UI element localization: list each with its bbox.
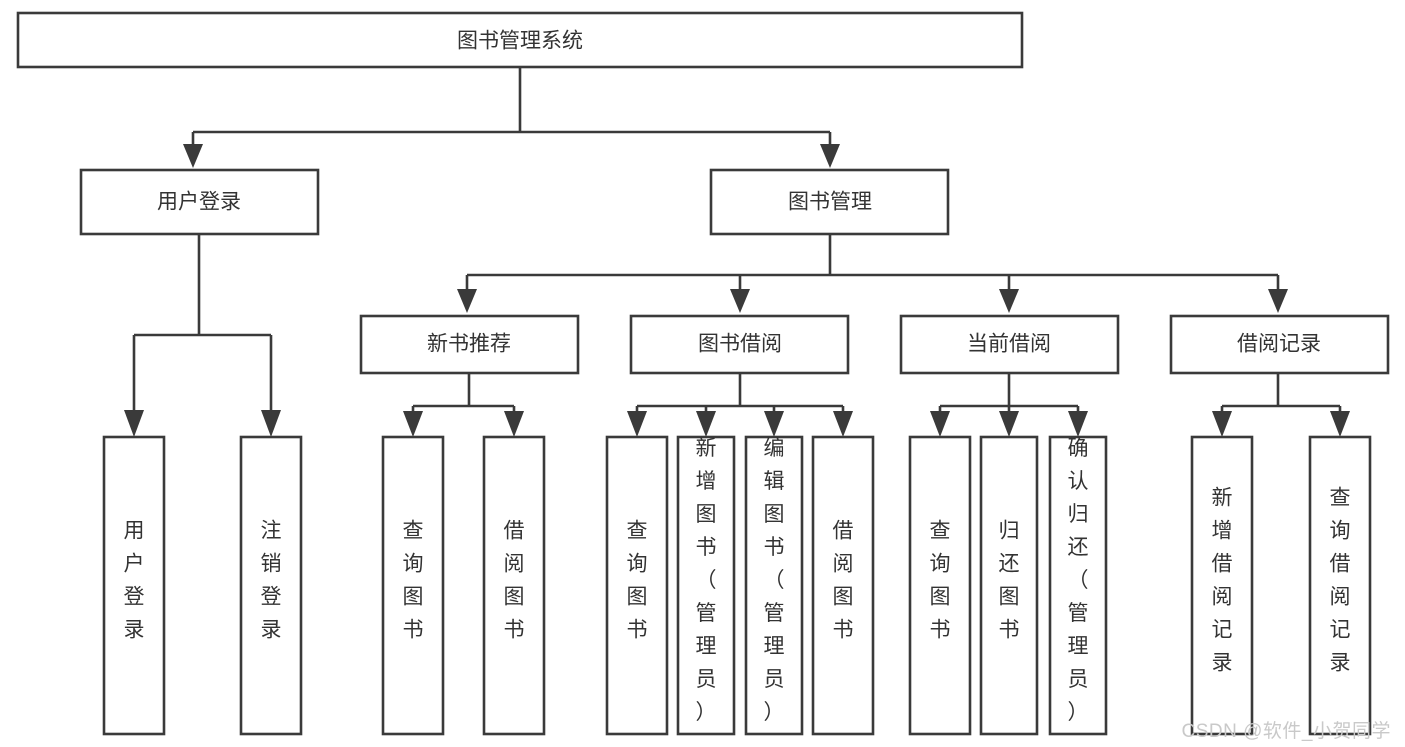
node-box[interactable]: [482, 435, 546, 736]
arrow-head-icon: [183, 144, 203, 168]
node-box[interactable]: [605, 435, 669, 736]
node-box[interactable]: [1169, 314, 1390, 375]
arrow-head-icon: [730, 289, 750, 313]
node-book-manage[interactable]: 图书管理: [709, 168, 950, 236]
arrow-head-icon: [1330, 411, 1350, 437]
arrow-head-icon: [696, 411, 716, 437]
node-leaf-user-login[interactable]: 用户登录: [102, 435, 166, 736]
node-label: 借阅图书: [833, 520, 854, 642]
node-label: 新增借阅记录: [1212, 487, 1233, 675]
node-label: 图书管理: [788, 191, 872, 214]
connector-new-book-rec-to-leaves: [403, 373, 524, 437]
node-box[interactable]: [381, 435, 445, 736]
node-label: 查询借阅记录: [1330, 487, 1351, 675]
node-box[interactable]: [16, 11, 1024, 69]
connector-root-to-level2: [183, 67, 840, 168]
node-label: 当前借阅: [967, 333, 1051, 356]
node-leaf-confirm-return[interactable]: 确认归还（管理员）: [1048, 435, 1108, 736]
node-box[interactable]: [676, 435, 736, 736]
node-box[interactable]: [1308, 435, 1372, 736]
node-box[interactable]: [979, 435, 1039, 736]
node-leaf-return-book[interactable]: 归还图书: [979, 435, 1039, 736]
node-label: 图书借阅: [698, 333, 782, 356]
node-box[interactable]: [629, 314, 850, 375]
node-box[interactable]: [102, 435, 166, 736]
node-box[interactable]: [239, 435, 303, 736]
connector-borrow-record-to-leaves: [1212, 373, 1350, 437]
node-label: 用户登录: [157, 191, 241, 214]
node-leaf-query-record[interactable]: 查询借阅记录: [1308, 435, 1372, 736]
node-book-borrow[interactable]: 图书借阅: [629, 314, 850, 375]
arrow-head-icon: [261, 410, 281, 437]
arrow-head-icon: [1268, 289, 1288, 313]
connector-user-login-to-leaves: [124, 234, 281, 437]
node-label: 新增图书（管理员）: [696, 437, 717, 724]
node-leaf-add-record[interactable]: 新增借阅记录: [1190, 435, 1254, 736]
arrow-head-icon: [930, 411, 950, 437]
arrow-head-icon: [457, 289, 477, 313]
node-borrow-record[interactable]: 借阅记录: [1169, 314, 1390, 375]
arrow-head-icon: [1212, 411, 1232, 437]
arrow-head-icon: [999, 289, 1019, 313]
arrow-head-icon: [999, 411, 1019, 437]
node-label: 归还图书: [999, 520, 1020, 642]
arrow-head-icon: [124, 410, 144, 437]
node-label: 查询图书: [403, 520, 424, 642]
connector-book-borrow-to-leaves: [627, 373, 853, 437]
node-root[interactable]: 图书管理系统: [16, 11, 1024, 69]
node-label: 查询图书: [930, 520, 951, 642]
node-box[interactable]: [359, 314, 580, 375]
node-label: 借阅图书: [504, 520, 525, 642]
node-leaf-query-book-3[interactable]: 查询图书: [908, 435, 972, 736]
connector-book-manage-to-level3: [457, 234, 1288, 313]
node-leaf-logout[interactable]: 注销登录: [239, 435, 303, 736]
connector-current-borrow-to-leaves: [930, 373, 1088, 437]
arrow-head-icon: [1068, 411, 1088, 437]
node-label: 借阅记录: [1237, 333, 1321, 356]
node-leaf-query-book-2[interactable]: 查询图书: [605, 435, 669, 736]
node-box[interactable]: [899, 314, 1120, 375]
node-leaf-query-book-1[interactable]: 查询图书: [381, 435, 445, 736]
node-leaf-borrow-book-1[interactable]: 借阅图书: [482, 435, 546, 736]
node-leaf-add-book[interactable]: 新增图书（管理员）: [676, 435, 736, 736]
node-label: 编辑图书（管理员）: [764, 437, 785, 724]
arrow-head-icon: [820, 144, 840, 168]
node-label: 图书管理系统: [457, 30, 583, 53]
node-label: 新书推荐: [427, 333, 511, 356]
node-label: 确认归还（管理员）: [1068, 437, 1089, 724]
node-user-login[interactable]: 用户登录: [79, 168, 320, 236]
node-leaf-borrow-book-2[interactable]: 借阅图书: [811, 435, 875, 736]
node-leaf-edit-book[interactable]: 编辑图书（管理员）: [744, 435, 804, 736]
node-box[interactable]: [79, 168, 320, 236]
node-box[interactable]: [744, 435, 804, 736]
node-box[interactable]: [811, 435, 875, 736]
node-label: 注销登录: [261, 520, 282, 642]
node-box[interactable]: [709, 168, 950, 236]
arrow-head-icon: [833, 411, 853, 437]
node-box[interactable]: [1048, 435, 1108, 736]
node-label: 用户登录: [124, 520, 145, 642]
arrow-head-icon: [504, 411, 524, 437]
node-new-book-rec[interactable]: 新书推荐: [359, 314, 580, 375]
node-label: 查询图书: [627, 520, 648, 642]
node-box[interactable]: [1190, 435, 1254, 736]
node-current-borrow[interactable]: 当前借阅: [899, 314, 1120, 375]
node-box[interactable]: [908, 435, 972, 736]
arrow-head-icon: [764, 411, 784, 437]
arrow-head-icon: [627, 411, 647, 437]
arrow-head-icon: [403, 411, 423, 437]
